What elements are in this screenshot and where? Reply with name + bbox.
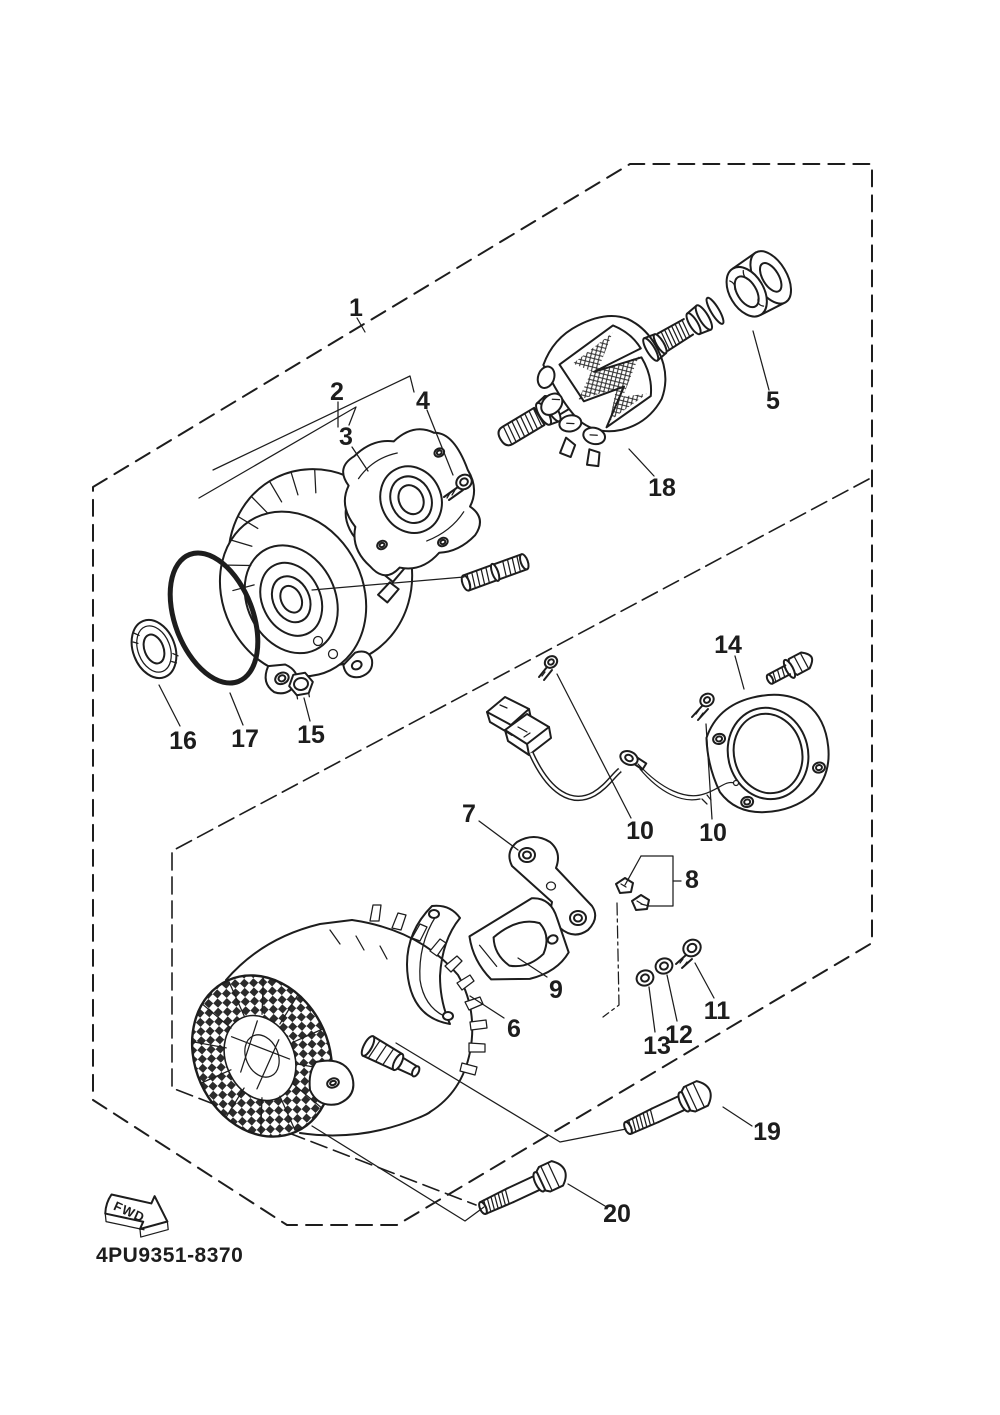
- callout-5: 5: [766, 387, 780, 415]
- callouts: 1 2 3 4 5 6 7 8 9 10 10 11 12 13 14 15 1…: [169, 294, 781, 1228]
- fwd-arrow-tag: FWD: [104, 1193, 169, 1238]
- connector-lead-drawing: [486, 696, 740, 805]
- drawing-number: 4PU9351-8370: [96, 1244, 243, 1267]
- rotor-assembly: [497, 250, 792, 468]
- callout-4: 4: [416, 387, 430, 415]
- callout-15: 15: [297, 721, 325, 749]
- brush-parts-drawing: [615, 877, 650, 911]
- callout-3: 3: [339, 423, 353, 451]
- callout-20: 20: [603, 1200, 631, 1228]
- callout-7: 7: [462, 800, 476, 828]
- o-ring-drawing: [167, 550, 261, 686]
- callout-9: 9: [549, 976, 563, 1004]
- stator-fins: [369, 904, 488, 1076]
- assembly-boundary-outer: [92, 163, 873, 1226]
- callout-16: 16: [169, 727, 197, 755]
- small-screw-b-drawing: [691, 692, 715, 721]
- bearing-drawing: [725, 250, 792, 318]
- winding-divisions: [191, 976, 333, 1136]
- callout-18: 18: [648, 474, 676, 502]
- washer-12-drawing: [654, 957, 674, 975]
- regulator-body-drawing: [468, 897, 570, 981]
- oil-seal-drawing: [130, 618, 179, 680]
- callout-10-a: 10: [626, 817, 654, 845]
- callout-13: 13: [643, 1032, 671, 1060]
- plate-bolt-drawing: [765, 651, 814, 685]
- small-screw-a-drawing: [538, 655, 559, 681]
- terminal-bracket-drawing: [508, 836, 597, 936]
- washer-13-drawing: [635, 969, 655, 987]
- screw-11-drawing: [675, 938, 702, 969]
- callout-2: 2: [330, 378, 344, 406]
- bolt-20-drawing: [478, 1160, 567, 1216]
- stud-drawing: [460, 553, 530, 592]
- callout-17: 17: [231, 725, 259, 753]
- retainer-plate-drawing: [342, 428, 481, 577]
- stator-assembly-drawing: [190, 904, 488, 1138]
- nut-drawing: [288, 671, 314, 700]
- callout-8: 8: [685, 866, 699, 894]
- callout-10-b: 10: [699, 819, 727, 847]
- callout-14: 14: [714, 631, 742, 659]
- screw-drawing: [443, 473, 473, 501]
- callout-1: 1: [349, 294, 363, 322]
- leader-lines: [158, 317, 770, 1222]
- callout-12: 12: [665, 1021, 693, 1049]
- bolt-19-drawing: [623, 1080, 712, 1136]
- subassembly-boundary-inner: [171, 478, 870, 1206]
- callout-11: 11: [704, 997, 731, 1025]
- callout-6: 6: [507, 1015, 521, 1043]
- cover-plate-drawing: [705, 693, 830, 814]
- cover-fins: [227, 468, 317, 592]
- callout-19: 19: [753, 1118, 781, 1146]
